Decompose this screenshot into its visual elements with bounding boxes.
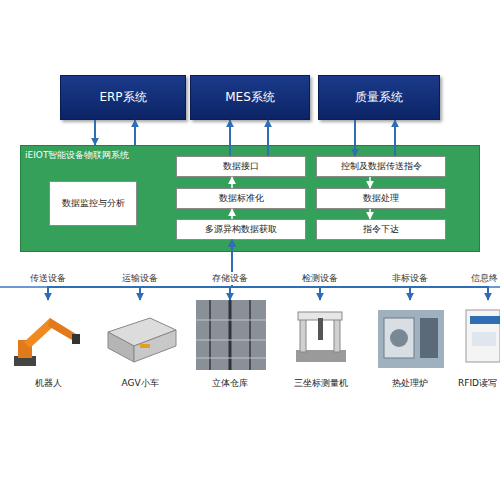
device-node: 热处理炉 — [372, 300, 448, 390]
function-box: 数据处理 — [316, 188, 446, 209]
bus-connector — [140, 240, 232, 300]
function-box: 多源异构数据获取 — [176, 219, 306, 240]
device-category: 非标设备 — [391, 272, 429, 285]
box-label: 数据处理 — [363, 192, 399, 205]
box-label: 数据监控与分析 — [62, 197, 125, 210]
band-title: iEIOT智能设备物联网系统 — [25, 149, 129, 162]
data-arrow — [354, 120, 356, 156]
box-label: 指令下达 — [363, 223, 399, 236]
box-label: 数据接口 — [223, 160, 259, 173]
bus-connector — [232, 240, 488, 300]
bus-connector — [232, 240, 320, 300]
device-caption: AGV小车 — [100, 377, 180, 390]
cmm-picture — [296, 312, 346, 362]
system-box: 质量系统 — [318, 75, 440, 120]
furnace-picture — [378, 310, 444, 368]
device-caption: RFID读写 — [455, 377, 500, 390]
box-label: 数据标准化 — [219, 192, 264, 205]
device-category: 运输设备 — [121, 272, 159, 285]
bus-connector — [232, 240, 410, 300]
system-box: MES系统 — [190, 75, 310, 120]
agv-picture — [108, 318, 176, 362]
device-node: RFID读写 — [455, 300, 500, 390]
bus-connector — [48, 240, 232, 300]
device-node: 立体仓库 — [190, 300, 270, 390]
data-arrow — [231, 209, 233, 219]
data-arrow — [369, 209, 371, 219]
box-label: ERP系统 — [99, 89, 146, 106]
warehouse-picture — [196, 300, 266, 370]
device-caption: 热处理炉 — [372, 377, 448, 390]
data-arrow — [394, 120, 396, 156]
device-node: AGV小车 — [100, 300, 180, 390]
function-box: 数据标准化 — [176, 188, 306, 209]
device-caption: 机器人 — [8, 377, 88, 390]
device-category: 存储设备 — [211, 272, 249, 285]
data-arrow — [369, 177, 371, 188]
device-category: 检测设备 — [301, 272, 339, 285]
function-box: 指令下达 — [316, 219, 446, 240]
box-label: 质量系统 — [355, 89, 403, 106]
system-box: ERP系统 — [60, 75, 186, 120]
function-box: 数据监控与分析 — [49, 181, 137, 226]
device-caption: 三坐标测量机 — [285, 377, 357, 390]
bus-connector — [230, 240, 232, 300]
device-node: 三坐标测量机 — [285, 300, 357, 390]
bus-line — [0, 286, 500, 288]
box-label: 多源异构数据获取 — [205, 223, 277, 236]
function-box: 控制及数据传送指令 — [316, 156, 446, 177]
device-node: 机器人 — [8, 300, 88, 390]
robot-picture — [14, 318, 80, 366]
data-arrow — [134, 120, 136, 145]
data-arrow — [267, 120, 269, 156]
function-box: 数据接口 — [176, 156, 306, 177]
data-arrow — [229, 120, 231, 156]
data-arrow — [231, 177, 233, 188]
rfid-picture — [466, 310, 500, 362]
device-category: 信息终 — [470, 272, 499, 285]
device-caption: 立体仓库 — [190, 377, 270, 390]
platform-band: iEIOT智能设备物联网系统数据监控与分析 数据接口数据标准化多源异构数据获取 控制… — [20, 145, 480, 252]
box-label: MES系统 — [225, 89, 275, 106]
device-category: 传送设备 — [29, 272, 67, 285]
data-arrow — [94, 120, 96, 145]
box-label: 控制及数据传送指令 — [341, 160, 422, 173]
